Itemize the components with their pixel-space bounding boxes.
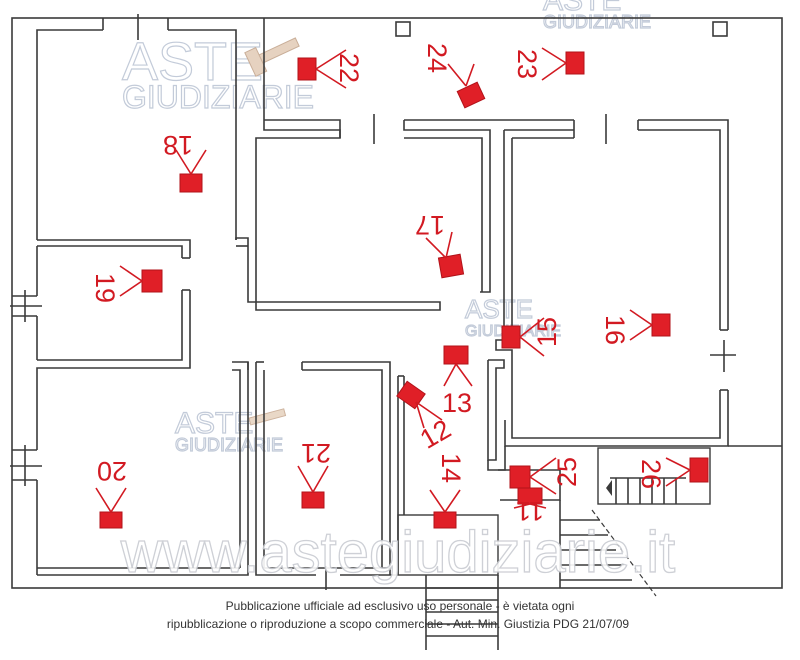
footer-line-2: ripubblicazione o riproduzione a scopo c…: [167, 617, 630, 631]
marker-label-11: 11: [516, 496, 544, 526]
marker-13: 13: [442, 345, 473, 418]
marker-label-19: 19: [90, 273, 120, 303]
marker-label-15: 15: [532, 317, 562, 347]
camera-icon: [456, 81, 486, 109]
marker-15: 15: [501, 317, 562, 357]
camera-icon: [565, 51, 585, 75]
watermark-brand-top: ASTE: [122, 32, 263, 92]
camera-icon: [99, 511, 123, 529]
footer-line-1: Pubblicazione ufficiale ad esclusivo uso…: [226, 599, 575, 613]
camera-icon: [301, 491, 325, 509]
camera-icon: [437, 253, 465, 279]
watermark-brand-bottom-4: GIUDIZIARIE: [175, 435, 283, 455]
marker-25: 25: [509, 457, 582, 495]
marker-label-24: 24: [422, 43, 452, 73]
marker-label-22: 22: [334, 53, 364, 83]
watermark-brand-top-2: ASTE: [543, 0, 621, 17]
gavel-icon-2: [248, 408, 287, 426]
walls: [10, 14, 783, 650]
watermark-site: www.astegiudiziarie.it: [120, 520, 675, 585]
camera-icon: [141, 269, 163, 293]
marker-label-16: 16: [600, 315, 630, 345]
watermark-top-right: ASTE GIUDIZIARIE: [542, 0, 651, 33]
watermark-left-mid: ASTE GIUDIZIARIE: [174, 406, 287, 456]
marker-11: 11: [513, 487, 547, 526]
marker-label-25: 25: [552, 457, 582, 487]
camera-icon: [509, 465, 531, 489]
marker-label-26: 26: [636, 459, 666, 489]
marker-16: 16: [600, 309, 671, 345]
watermark-brand-bottom: GIUDIZIARIE: [122, 79, 314, 115]
marker-20: 20: [95, 456, 127, 529]
marker-label-18: 18: [163, 130, 193, 160]
camera-icon: [651, 313, 671, 337]
stairs-room-26: [597, 447, 711, 505]
camera-icon: [443, 345, 469, 365]
marker-label-20: 20: [97, 456, 127, 486]
marker-14: 14: [429, 453, 466, 529]
camera-icon: [501, 325, 521, 349]
marker-22: 22: [297, 49, 364, 89]
watermark-top-left: ASTE GIUDIZIARIE: [121, 31, 314, 115]
marker-23: 23: [512, 47, 585, 81]
camera-icon: [179, 173, 203, 193]
marker-21: 21: [297, 438, 331, 509]
marker-26: 26: [636, 457, 709, 489]
marker-label-13: 13: [442, 388, 472, 418]
marker-19: 19: [90, 265, 163, 303]
camera-icon: [297, 57, 317, 81]
marker-label-14: 14: [436, 453, 466, 483]
watermark-brand-top-3: ASTE: [465, 294, 533, 324]
marker-17: 17: [415, 210, 465, 279]
watermark-brand-bottom-2: GIUDIZIARIE: [543, 12, 651, 32]
markers: 22 24 23 18 17 19: [90, 43, 709, 529]
marker-24: 24: [422, 43, 486, 109]
marker-18: 18: [163, 130, 207, 193]
camera-icon: [396, 380, 426, 410]
marker-label-17: 17: [415, 210, 445, 240]
camera-icon: [689, 457, 709, 483]
marker-label-23: 23: [512, 49, 542, 79]
gavel-icon: [244, 37, 300, 77]
marker-label-21: 21: [301, 438, 331, 468]
stairs-bottom: [425, 575, 499, 650]
